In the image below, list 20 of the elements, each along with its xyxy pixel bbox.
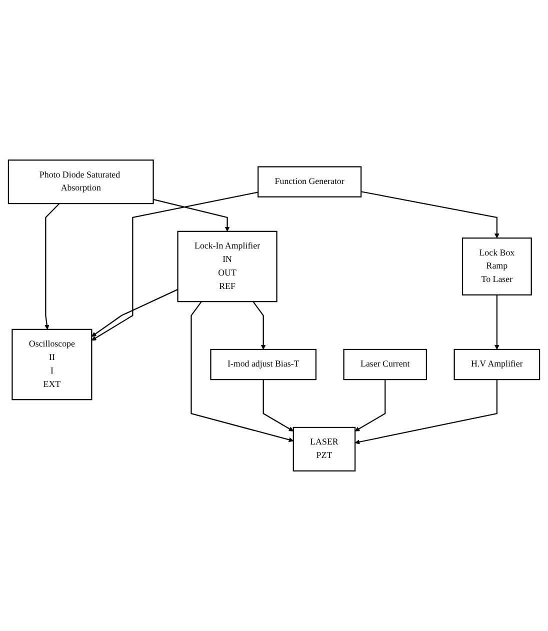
- node-box: I-mod adjust Bias-T: [210, 348, 316, 380]
- arrow: [91, 288, 178, 337]
- arrow: [354, 380, 498, 444]
- node-box: Oscilloscope II I EXT: [12, 328, 92, 400]
- node-box: H.V Amplifier: [454, 348, 540, 380]
- arrow: [494, 294, 500, 350]
- arrow: [190, 301, 294, 442]
- node-box: Photo Diode Saturated Absorption: [8, 160, 154, 204]
- arrow: [354, 380, 386, 432]
- node-box: Function Generator: [258, 166, 362, 198]
- arrow: [91, 192, 258, 341]
- node-box: LASER PZT: [292, 426, 356, 472]
- arrow: [153, 198, 230, 232]
- node-box: Lock-In Amplifier IN OUT REF: [177, 230, 278, 302]
- node-box: Laser Current: [343, 348, 428, 380]
- arrow: [44, 203, 60, 330]
- arrow: [252, 301, 266, 350]
- node-box: Lock Box Ramp To Laser: [462, 238, 532, 296]
- arrow: [262, 380, 294, 432]
- arrow: [360, 191, 500, 238]
